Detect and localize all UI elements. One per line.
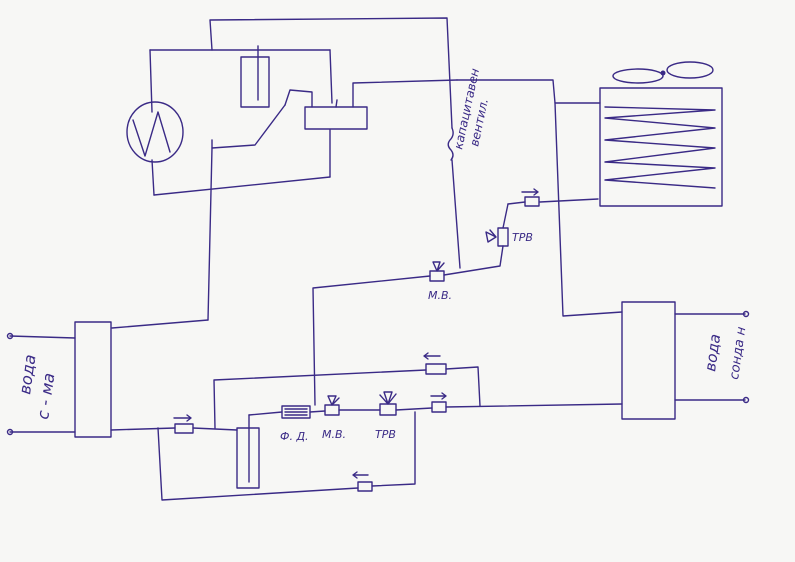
arrow-right-icon — [521, 188, 539, 196]
coil-serpentine — [604, 106, 716, 189]
capillary-group: капацитавен вентил. — [447, 67, 491, 269]
check-valve-bottom — [357, 481, 373, 492]
pipe-coil-return — [507, 198, 599, 205]
pipe-capillary-down — [451, 159, 461, 269]
compressor-icon — [126, 101, 184, 163]
check-valve-upper-right — [425, 363, 447, 375]
trv-lower-body — [379, 403, 397, 416]
pipe-discharge — [209, 17, 453, 129]
water-left-label-line1: вода — [15, 353, 39, 395]
water-right-label-line2: сонда н — [727, 325, 749, 380]
left-water-hx: вода с - ма — [6, 321, 176, 438]
terminal-in-right — [742, 310, 750, 318]
trv-upper-label: TPB — [512, 231, 533, 244]
heat-exchanger-left — [74, 321, 112, 438]
mv-lower-icon — [327, 395, 340, 406]
pipe-suction-link — [211, 104, 286, 149]
pipe-filter-to-mv — [309, 410, 326, 413]
heat-exchanger-right — [621, 301, 676, 420]
check-valve-right — [431, 401, 447, 413]
pipe-trv-top — [502, 203, 509, 229]
mv-lower-label: M.B. — [322, 428, 346, 441]
fan-blade-right — [666, 61, 714, 79]
pipe-bottom-return — [371, 411, 416, 487]
fan-hub-icon — [660, 70, 666, 76]
outdoor-unit — [456, 61, 723, 317]
pipe-to-left-hx — [111, 319, 209, 329]
receiver-vessel — [240, 56, 270, 108]
pipe-frame-right — [329, 49, 333, 104]
arrow-right-icon — [173, 414, 192, 422]
valve-stub-left — [284, 89, 313, 108]
pipe-upper-return — [213, 369, 427, 429]
pipe-trv-to-check — [395, 407, 433, 411]
water-right-label-line1: вода — [701, 333, 724, 373]
check-valve-upper — [524, 196, 540, 207]
pipe-frame-bottom — [153, 176, 331, 196]
check-valve-lower-left — [174, 423, 194, 434]
capillary-coil — [447, 127, 454, 161]
pipe-trv-to-mv — [443, 245, 504, 276]
pipe-return-right — [445, 366, 481, 407]
terminal-out-left — [6, 428, 14, 436]
trv-upper-body — [497, 227, 509, 247]
compressor-symbol — [132, 111, 171, 157]
filter-drier-label: Ф. Д. — [280, 430, 309, 443]
pipe-mv-down — [312, 275, 431, 406]
water-in-left — [9, 335, 76, 339]
pipe-frame-left-lower — [151, 159, 155, 196]
trv-lower-label: TPB — [375, 428, 396, 441]
pipe-to-coil-top — [456, 79, 601, 104]
mv-lower-body — [324, 404, 340, 416]
filter-mesh-icon — [284, 408, 308, 416]
arrow-right-icon — [430, 392, 447, 400]
trv-lower-bulb-icon — [379, 391, 397, 405]
valve-stub-right — [335, 79, 458, 108]
pipe-hx-left-out — [110, 427, 176, 431]
pipe-to-right-hx — [445, 403, 623, 408]
arrow-left-icon — [352, 471, 369, 479]
water-left-label-line2: с - ма — [33, 372, 58, 421]
pipe-coil-to-condenser — [554, 102, 623, 317]
terminal-out-right — [742, 396, 750, 404]
pipe-to-filter — [248, 411, 283, 416]
terminal-in-left — [6, 332, 14, 340]
mv-upper-label: M.B. — [428, 289, 452, 302]
trv-upper-bulb-icon — [485, 229, 497, 243]
right-water-hx: вода сонда н — [621, 301, 750, 420]
condenser-coil — [599, 87, 723, 207]
accumulator-vessel — [236, 427, 260, 489]
upper-valves: TPB M.B. — [312, 203, 533, 406]
four-way-valve — [304, 106, 368, 130]
arrow-left-icon — [423, 352, 441, 360]
compressor-group — [111, 17, 458, 329]
mv-upper-body — [429, 270, 445, 282]
pipe-lower-loop — [157, 427, 359, 501]
mv-upper-icon — [432, 261, 445, 272]
fan-blade-left — [612, 68, 664, 84]
pipe-to-accumulator — [192, 427, 238, 431]
lower-circuit: Ф. Д. M.B. TPB — [157, 352, 623, 501]
pipe-suction-down — [207, 147, 213, 321]
